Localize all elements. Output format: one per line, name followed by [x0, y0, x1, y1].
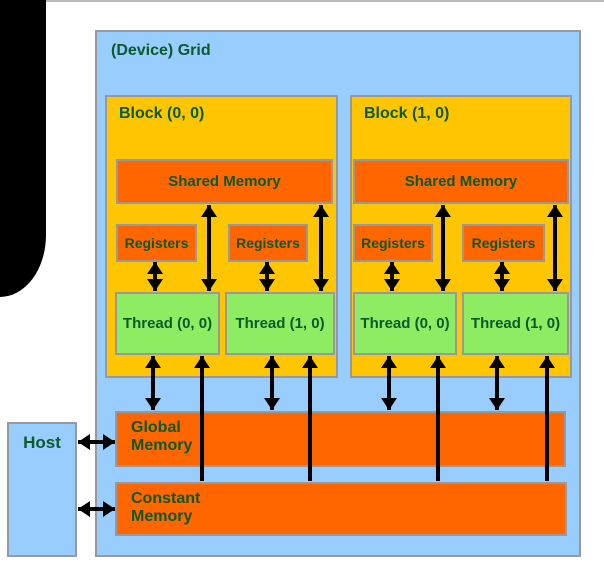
- window-edge-line: [46, 0, 604, 2]
- arrow-shared1-thread00: [441, 205, 445, 291]
- global-memory-label-line1: Global: [131, 419, 181, 436]
- left-black-bar: [0, 0, 46, 297]
- block-1-0: Block (1, 0) Shared Memory Registers Reg…: [350, 95, 572, 378]
- arrow-registers01-thread: [265, 262, 269, 291]
- constant-memory-label-line1: Constant: [131, 490, 201, 507]
- block-1-0-thread-0-0: Thread (0, 0): [353, 292, 457, 355]
- block-0-0-registers-1: Registers: [228, 224, 308, 262]
- block-1-0-shared-memory: Shared Memory: [353, 159, 569, 204]
- arrow-constant-thread11: [545, 356, 549, 481]
- block-1-0-thread-1-0: Thread (1, 0): [462, 292, 569, 355]
- constant-memory-box: Constant Memory: [115, 482, 567, 536]
- block-1-0-registers-1: Registers: [462, 224, 545, 262]
- arrow-shared1-thread10: [553, 205, 557, 291]
- block-0-0-thread-1-0: Thread (1, 0): [225, 292, 335, 355]
- arrow-registers00-thread: [153, 262, 157, 291]
- arrow-registers10-thread: [390, 262, 394, 291]
- block-0-0-registers-0: Registers: [116, 224, 197, 262]
- block-0-0-shared-memory: Shared Memory: [116, 159, 333, 204]
- block-0-0-thread-0-0: Thread (0, 0): [115, 292, 220, 355]
- arrow-constant-thread00: [200, 356, 204, 481]
- block-0-0-label: Block (0, 0): [119, 105, 205, 122]
- global-memory-box: Global Memory: [115, 411, 566, 467]
- arrow-constant-thread01: [308, 356, 312, 481]
- host-box: Host: [7, 422, 77, 557]
- arrow-shared0-thread10: [319, 205, 323, 291]
- device-grid-label: (Device) Grid: [111, 42, 211, 59]
- global-memory-label-line2: Memory: [131, 437, 193, 454]
- block-1-0-label: Block (1, 0): [364, 105, 450, 122]
- arrow-thread00-global: [151, 356, 155, 410]
- arrow-registers11-thread: [500, 262, 504, 291]
- arrow-thread10-global: [387, 356, 391, 410]
- arrow-shared0-thread00: [207, 205, 211, 291]
- arrow-constant-thread10: [436, 356, 440, 481]
- arrow-host-constant: [78, 507, 115, 511]
- arrow-thread11-global: [495, 356, 499, 410]
- arrow-host-global: [78, 440, 115, 444]
- block-0-0: Block (0, 0) Shared Memory Registers Reg…: [105, 95, 338, 378]
- block-1-0-registers-0: Registers: [353, 224, 433, 262]
- host-label: Host: [23, 433, 61, 452]
- arrow-thread01-global: [270, 356, 274, 410]
- constant-memory-label-line2: Memory: [131, 508, 193, 525]
